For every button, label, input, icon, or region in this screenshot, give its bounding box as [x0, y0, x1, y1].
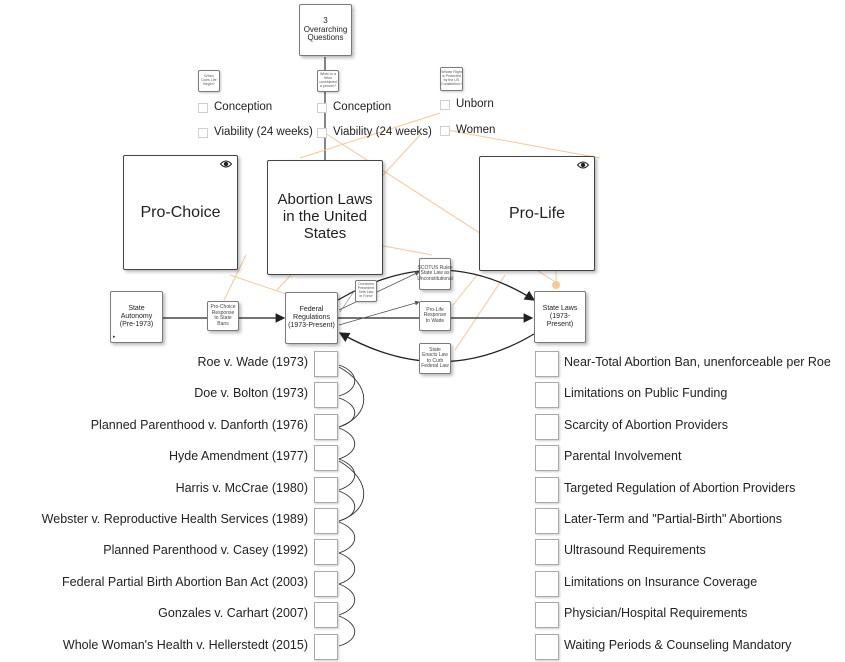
federal-case-box[interactable] — [314, 539, 338, 565]
scotus-label: SCOTUS Rules State Law as Unconstitution… — [417, 264, 453, 282]
state-law-label: Targeted Regulation of Abortion Provider… — [564, 481, 796, 495]
option-checkbox[interactable] — [198, 103, 208, 113]
federal-regulations-label: Federal Regulations (1973-Present) — [288, 306, 335, 329]
state-law-box[interactable] — [535, 602, 559, 628]
state-law-label: Ultrasound Requirements — [564, 543, 706, 557]
federal-case-label: Roe v. Wade (1973) — [197, 355, 308, 369]
federal-case-box[interactable] — [314, 414, 338, 440]
option-label: Women — [456, 124, 496, 136]
federal-case-box[interactable] — [314, 571, 338, 597]
state-laws-label: State Laws (1973-Present) — [542, 305, 578, 328]
option-label: Conception — [214, 101, 273, 113]
question-personhood-label: When is a fetus considered a person? — [319, 72, 337, 88]
expand-arrow-icon[interactable]: ▸ — [113, 334, 116, 341]
federal-case-label: Webster v. Reproductive Health Services … — [41, 512, 308, 526]
option-checkbox[interactable] — [440, 126, 450, 136]
state-law-box[interactable] — [535, 634, 559, 660]
pro-choice-response-node[interactable]: Pro-Choice Response to State Bans — [207, 301, 239, 331]
state-autonomy-label: State Autonomy (Pre-1973) — [119, 305, 154, 328]
pro-choice-label: Pro-Choice — [140, 203, 221, 221]
option-label: Viability (24 weeks) — [333, 126, 432, 138]
federal-case-box[interactable] — [314, 382, 338, 408]
overarching-questions-label: 3 Overarching Questions — [303, 15, 348, 43]
pro-choice-node[interactable]: Pro-Choice — [123, 155, 238, 270]
federal-case-box[interactable] — [314, 477, 338, 503]
federal-case-box[interactable] — [314, 508, 338, 534]
state-law-box[interactable] — [535, 571, 559, 597]
federal-case-label: Hyde Amendment (1977) — [169, 449, 308, 463]
precedent-node[interactable]: Overturns Precedent Sets Law in Force — [355, 280, 377, 302]
state-law-label: Later-Term and "Partial-Birth" Abortions — [564, 512, 782, 526]
option-checkbox[interactable] — [198, 128, 208, 138]
federal-regulations-node[interactable]: Federal Regulations (1973-Present) — [285, 292, 338, 344]
pro-life-response-node[interactable]: Pro-Life Response to Wade — [419, 301, 451, 331]
question-personhood-node[interactable]: When is a fetus considered a person? — [317, 70, 339, 92]
federal-case-label: Doe v. Bolton (1973) — [194, 386, 308, 400]
question-life-begins-node[interactable]: When Does Life Begin? — [198, 70, 220, 92]
state-law-box[interactable] — [535, 539, 559, 565]
federal-case-box[interactable] — [314, 445, 338, 471]
federal-case-box[interactable] — [314, 351, 338, 377]
option-checkbox[interactable] — [317, 128, 327, 138]
federal-case-box[interactable] — [314, 602, 338, 628]
state-law-box[interactable] — [535, 414, 559, 440]
state-law-label: Scarcity of Abortion Providers — [564, 418, 728, 432]
federal-case-label: Planned Parenthood v. Danforth (1976) — [90, 418, 308, 432]
scotus-node[interactable]: SCOTUS Rules State Law as Unconstitution… — [417, 258, 453, 290]
state-law-box[interactable] — [535, 445, 559, 471]
state-law-label: Parental Involvement — [564, 449, 682, 463]
federal-case-box[interactable] — [314, 634, 338, 660]
state-law-box[interactable] — [535, 508, 559, 534]
state-autonomy-node[interactable]: State Autonomy (Pre-1973) ▸ — [110, 291, 163, 343]
pro-life-node[interactable]: Pro-Life — [479, 156, 595, 271]
option-label: Unborn — [456, 98, 494, 110]
pro-life-response-label: Pro-Life Response to Wade — [423, 306, 447, 324]
abortion-laws-node[interactable]: Abortion Laws in the United States — [267, 160, 383, 275]
precedent-label: Overturns Precedent Sets Law in Force — [357, 282, 375, 298]
state-laws-node[interactable]: State Laws (1973-Present) — [534, 291, 586, 343]
option-label: Viability (24 weeks) — [214, 126, 313, 138]
option-checkbox[interactable] — [317, 103, 327, 113]
state-law-label: Limitations on Public Funding — [564, 386, 728, 400]
state-enacts-label: State Enacts Law to Curb Federal Law — [421, 346, 449, 369]
state-law-box[interactable] — [535, 351, 559, 377]
state-law-label: Physician/Hospital Requirements — [564, 606, 748, 620]
state-law-label: Waiting Periods & Counseling Mandatory — [564, 638, 792, 652]
eye-icon[interactable] — [577, 160, 589, 170]
federal-case-label: Gonzales v. Carhart (2007) — [158, 606, 308, 620]
state-law-label: Near-Total Abortion Ban, unenforceable p… — [564, 355, 831, 369]
state-law-box[interactable] — [535, 477, 559, 503]
state-law-box[interactable] — [535, 382, 559, 408]
question-rights-node[interactable]: Whose Right is Protected by the US Const… — [440, 67, 463, 91]
question-rights-label: Whose Right is Protected by the US Const… — [441, 70, 462, 86]
federal-case-label: Planned Parenthood v. Casey (1992) — [103, 543, 308, 557]
option-checkbox[interactable] — [440, 100, 450, 110]
state-law-label: Limitations on Insurance Coverage — [564, 575, 758, 589]
abortion-laws-label: Abortion Laws in the United States — [277, 191, 373, 242]
federal-case-label: Federal Partial Birth Abortion Ban Act (… — [62, 575, 308, 589]
federal-case-label: Whole Woman's Health v. Hellerstedt (201… — [62, 638, 308, 652]
federal-case-label: Harris v. McCrae (1980) — [175, 481, 308, 495]
eye-icon[interactable] — [220, 159, 232, 169]
state-enacts-node[interactable]: State Enacts Law to Curb Federal Law — [419, 343, 451, 374]
pro-choice-response-label: Pro-Choice Response to State Bans — [210, 304, 236, 327]
pro-life-label: Pro-Life — [508, 204, 566, 222]
overarching-questions-node[interactable]: 3 Overarching Questions — [299, 4, 352, 56]
question-life-begins-label: When Does Life Begin? — [201, 74, 217, 86]
option-label: Conception — [333, 101, 392, 113]
